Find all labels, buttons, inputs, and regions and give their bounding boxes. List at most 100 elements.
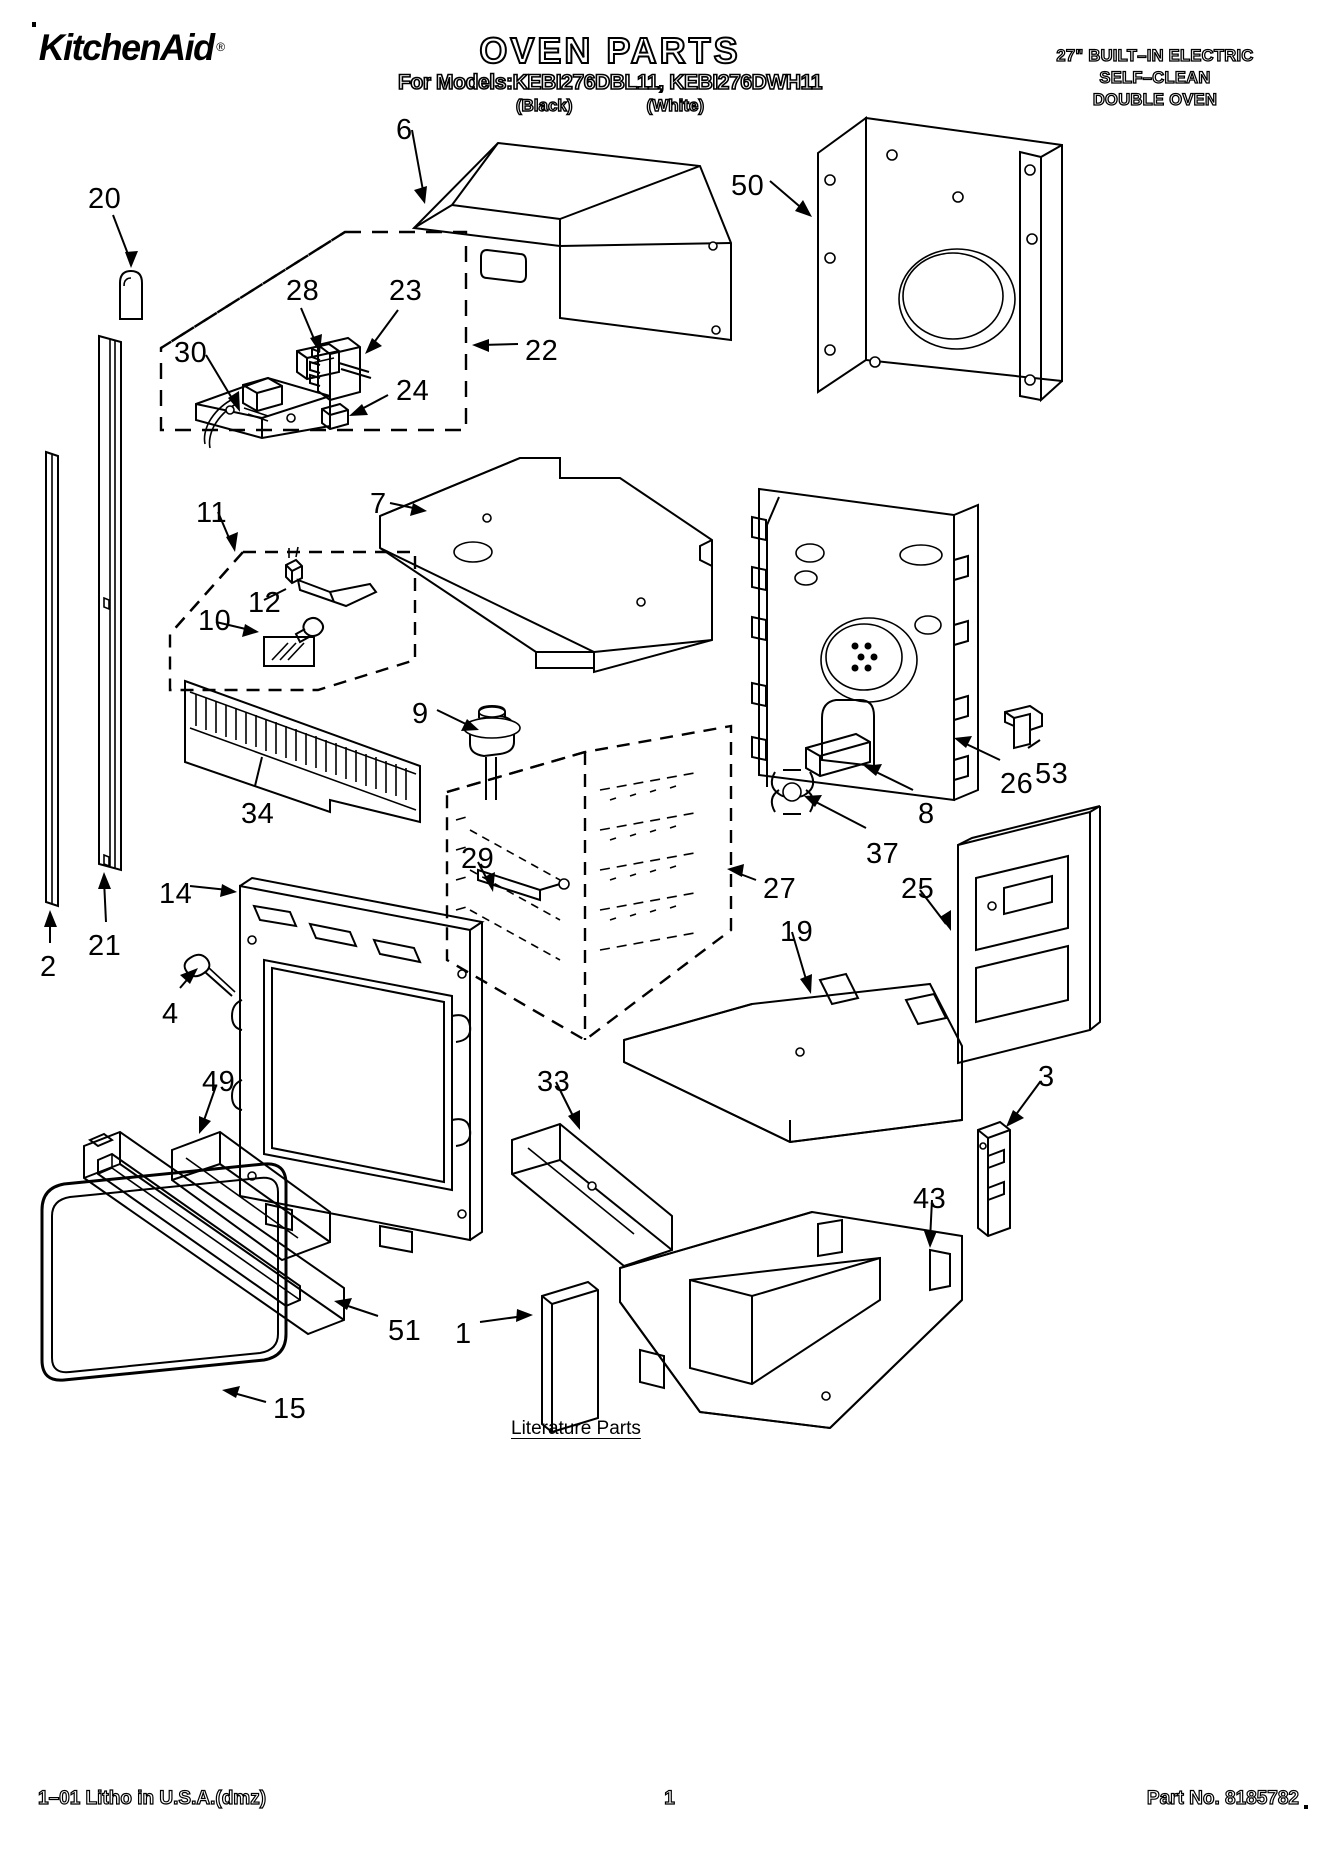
- callout-11: 11: [196, 497, 228, 529]
- arrow-19: [800, 974, 812, 994]
- model-numbers: For Models:KEBI276DBL11, KEBI276DWH11: [397, 70, 823, 95]
- callout-8: 8: [918, 798, 935, 830]
- callout-33: 33: [537, 1066, 571, 1098]
- footer-part-number: Part No. 8185782: [1146, 1787, 1299, 1809]
- color-white-label: (White): [646, 95, 705, 115]
- arrow-26: [954, 736, 972, 748]
- arrow-43: [924, 1231, 937, 1248]
- callout-25: 25: [901, 873, 935, 905]
- brand-name: KitchenAid: [38, 26, 215, 68]
- arrow-37: [804, 795, 822, 807]
- part-15-door-gasket: [40, 1162, 288, 1382]
- callout-43: 43: [913, 1183, 947, 1215]
- callout-23: 23: [389, 275, 423, 307]
- product-description: 27" BUILT–IN ELECTRIC SELF–CLEAN DOUBLE …: [1005, 46, 1305, 112]
- part-12-lamp-assembly: [285, 546, 378, 608]
- callout-9: 9: [412, 698, 429, 730]
- arrow-1: [516, 1309, 533, 1322]
- arrow-9: [461, 719, 479, 731]
- callout-3: 3: [1038, 1061, 1055, 1093]
- arrow-28: [310, 334, 322, 353]
- callout-19: 19: [780, 916, 814, 948]
- arrow-7: [410, 503, 427, 516]
- registered-trademark-icon: ®: [216, 40, 226, 54]
- part-43-bottom-pan: [619, 1210, 963, 1430]
- arrow-20: [125, 251, 138, 268]
- callout-51: 51: [388, 1315, 422, 1347]
- literature-parts-label: Literature Parts: [511, 1418, 641, 1439]
- part-10-bulb: [294, 616, 325, 644]
- footer-page-number: 1: [664, 1787, 676, 1809]
- callout-14: 14: [159, 878, 193, 910]
- callout-2: 2: [40, 951, 57, 983]
- leader-26: [961, 741, 1001, 761]
- arrow-51: [334, 1298, 352, 1310]
- callout-53: 53: [1035, 758, 1069, 790]
- arrow-50: [795, 200, 812, 217]
- part-26-side-chassis: [751, 487, 979, 802]
- part-34-vent-grille: [184, 679, 421, 824]
- part-29-rack-support: [477, 868, 570, 902]
- part-49-handle-bar: [171, 1130, 331, 1262]
- kitchenaid-logo: KitchenAid®: [36, 26, 356, 68]
- part-25-door-panel: [957, 805, 1101, 1065]
- model-colors: (Black) (White): [330, 95, 890, 116]
- arrow-30: [228, 391, 240, 412]
- callout-34: 34: [241, 798, 275, 830]
- group-box-11-edge: [169, 551, 244, 635]
- callout-29: 29: [461, 843, 495, 875]
- callout-49: 49: [202, 1066, 236, 1098]
- part-21-side-trim: [98, 334, 122, 872]
- part-8-terminal-block: [805, 732, 871, 778]
- product-description-line-3: DOUBLE OVEN: [1092, 90, 1218, 109]
- leader-53: [1027, 739, 1041, 749]
- callout-37: 37: [866, 838, 900, 870]
- page-footer: 1–01 Litho in U.S.A.(dmz) 1 Part No. 818…: [0, 1787, 1339, 1828]
- part-23-relay: [309, 336, 361, 402]
- callout-30: 30: [174, 337, 208, 369]
- arrow-10: [242, 624, 259, 637]
- part-7-oven-bottom-panel: [379, 457, 713, 674]
- callout-1: 1: [455, 1318, 472, 1350]
- arrow-15: [222, 1386, 240, 1398]
- group-box-11: [168, 550, 417, 692]
- part-2-filler-strip: [45, 450, 59, 908]
- callout-10: 10: [198, 605, 232, 637]
- arrow-3: [1006, 1110, 1024, 1127]
- callout-20: 20: [88, 183, 122, 215]
- footer-litho-info: 1–01 Litho in U.S.A.(dmz): [37, 1787, 267, 1809]
- part-19-oven-shelf: [623, 972, 963, 1144]
- part-3-mounting-bracket: [977, 1120, 1011, 1238]
- arrow-49: [199, 1116, 211, 1134]
- callout-12: 12: [248, 587, 282, 619]
- callout-27: 27: [763, 873, 797, 905]
- callout-4: 4: [162, 998, 179, 1030]
- part-20-trim-cap: [119, 269, 143, 320]
- arrow-11: [226, 532, 238, 552]
- part-14-door-frame: [230, 876, 485, 1254]
- page-title: OVEN PARTS: [478, 30, 741, 71]
- arrow-22: [472, 339, 489, 352]
- part-27-oven-cavity: [445, 724, 733, 1042]
- callout-22: 22: [525, 335, 559, 367]
- leader-8: [871, 769, 914, 791]
- part-9-convection-motor: [463, 704, 521, 800]
- part-53-clip: [1004, 704, 1043, 750]
- product-description-line-2: SELF–CLEAN: [1099, 68, 1211, 87]
- arrow-21: [98, 872, 111, 889]
- callout-21: 21: [88, 930, 122, 962]
- title-block: OVEN PARTS For Models:KEBI276DBL11, KEBI…: [330, 30, 890, 116]
- part-24-terminal: [321, 402, 349, 431]
- part-6-top-panel: [411, 141, 732, 342]
- leader-34: [254, 756, 263, 787]
- part-50-rear-panel: [817, 116, 1063, 403]
- leader-6: [411, 129, 425, 197]
- arrow-27: [727, 864, 744, 877]
- leader-9: [436, 709, 471, 727]
- callout-26: 26: [1000, 768, 1034, 800]
- arrow-8: [864, 764, 882, 776]
- footer-accent-dot: [1304, 1805, 1308, 1809]
- callout-28: 28: [286, 275, 320, 307]
